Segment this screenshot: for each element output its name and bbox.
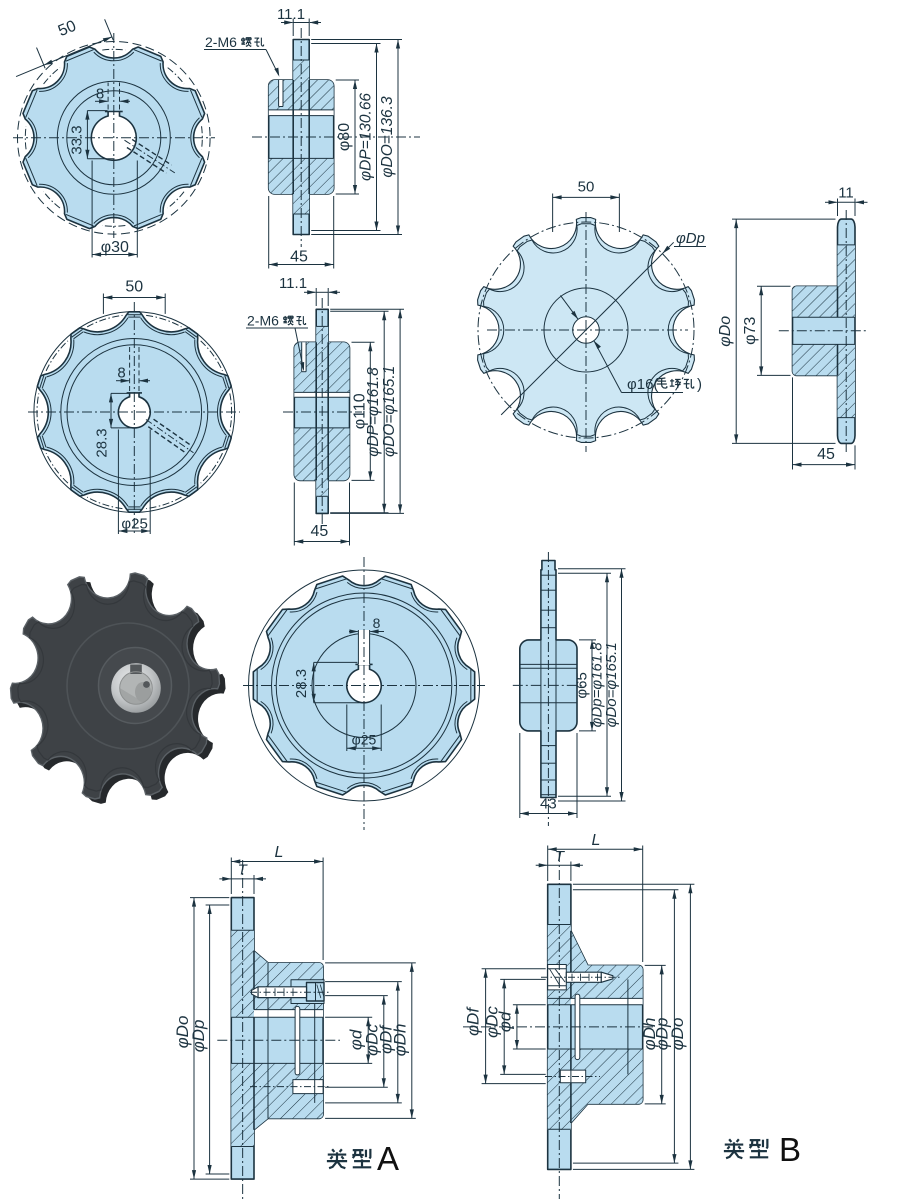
- svg-text:8: 8: [96, 86, 104, 103]
- svg-text:L: L: [275, 844, 284, 861]
- svg-text:11: 11: [838, 185, 854, 202]
- svg-text:φ65: φ65: [574, 672, 591, 698]
- svg-text:φ30: φ30: [101, 239, 129, 256]
- svg-text:33.3: 33.3: [69, 125, 86, 154]
- svg-text:φ110: φ110: [351, 393, 368, 429]
- svg-text:φDf: φDf: [464, 1006, 483, 1036]
- svg-text:43: 43: [540, 796, 557, 813]
- svg-text:φDp: φDp: [653, 1018, 672, 1051]
- svg-text:φ80: φ80: [336, 123, 353, 151]
- svg-text:φDp=φ161.8: φDp=φ161.8: [589, 642, 606, 728]
- svg-text:φDo: φDo: [668, 1018, 687, 1051]
- svg-text:11.1: 11.1: [279, 275, 307, 292]
- svg-text:φd: φd: [347, 1029, 366, 1050]
- svg-text:φ16(: φ16(: [627, 376, 658, 393]
- svg-text:φDh: φDh: [391, 1024, 410, 1057]
- svg-text:φDf: φDf: [377, 1024, 396, 1054]
- svg-text:2-M6: 2-M6: [205, 34, 237, 50]
- svg-text:T: T: [238, 862, 249, 879]
- svg-text:50: 50: [125, 279, 143, 296]
- svg-text:50: 50: [578, 179, 595, 196]
- svg-text:φDo=φ165.1: φDo=φ165.1: [603, 642, 620, 727]
- svg-text:φDP=φ161.8: φDP=φ161.8: [365, 367, 382, 457]
- svg-text:φ73: φ73: [742, 317, 759, 345]
- svg-text:8: 8: [117, 365, 125, 382]
- svg-text:φDp: φDp: [189, 1020, 208, 1053]
- svg-text:A: A: [377, 1140, 399, 1177]
- svg-text:φDp: φDp: [676, 230, 705, 247]
- svg-text:11.1: 11.1: [277, 6, 305, 23]
- svg-text:φDO=136.3: φDO=136.3: [379, 96, 396, 178]
- svg-text:28.3: 28.3: [293, 669, 310, 698]
- svg-text:φDc: φDc: [363, 1024, 382, 1056]
- svg-text:φDO=φ165.1: φDO=φ165.1: [381, 366, 398, 457]
- svg-text:2-M6: 2-M6: [247, 313, 279, 329]
- svg-text:φ25: φ25: [121, 516, 147, 533]
- svg-text:45: 45: [290, 249, 308, 266]
- svg-text:φDo: φDo: [717, 316, 734, 347]
- svg-text:B: B: [779, 1131, 801, 1168]
- svg-text:): ): [697, 376, 702, 393]
- svg-text:φDo: φDo: [173, 1016, 192, 1049]
- svg-text:50: 50: [56, 18, 79, 41]
- svg-text:φd: φd: [495, 1011, 514, 1032]
- svg-text:8: 8: [373, 615, 381, 631]
- svg-text:L: L: [592, 832, 601, 849]
- svg-text:φDP=130.66: φDP=130.66: [358, 93, 375, 181]
- svg-text:45: 45: [311, 523, 329, 540]
- svg-text:T: T: [555, 848, 566, 865]
- svg-text:28.3: 28.3: [94, 428, 111, 457]
- svg-text:φDh: φDh: [640, 1018, 659, 1051]
- svg-text:φDc: φDc: [482, 1006, 501, 1038]
- svg-text:45: 45: [817, 446, 835, 463]
- svg-text:φ25: φ25: [352, 732, 377, 748]
